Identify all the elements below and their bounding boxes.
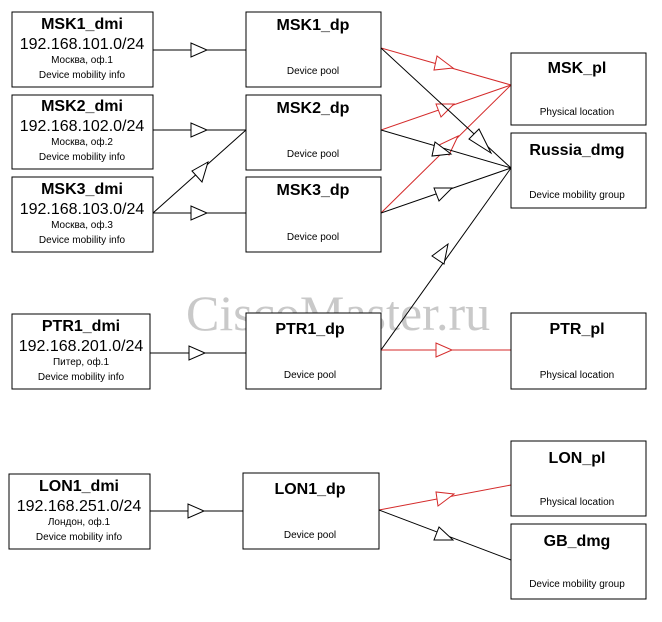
dmi-title: MSK3_dmi — [41, 181, 123, 198]
connectors — [150, 42, 512, 561]
dmi-place: Москва, оф.2 — [51, 136, 113, 148]
edge-lon1-dmi-to-lon1-dp — [150, 503, 243, 519]
target-type: Device mobility group — [529, 190, 625, 201]
edge-msk1-dp-to-msk-pl — [380, 47, 512, 86]
edge-ptr1-dp-to-ptr-pl — [381, 342, 511, 358]
dmi-subnet: 192.168.102.0/24 — [20, 118, 145, 135]
target-box-msk-pl[interactable]: MSK_pl Physical location — [510, 52, 647, 126]
dmi-box-msk2[interactable]: MSK2_dmi 192.168.102.0/24 Москва, оф.2 D… — [11, 94, 154, 170]
dmi-type: Device mobility info — [39, 70, 126, 81]
edge-msk1-dp-to-russia-dmg — [380, 47, 512, 169]
dmi-type: Device mobility info — [36, 532, 123, 543]
edge-msk3-dp-to-russia-dmg — [380, 167, 512, 214]
target-type: Physical location — [540, 107, 614, 118]
target-box-ptr-pl[interactable]: PTR_pl Physical location — [510, 312, 647, 390]
dmi-title: LON1_dmi — [39, 478, 119, 495]
edge-lon1-dp-to-lon-pl — [378, 484, 512, 511]
edge-ptr1-dp-to-russia-dmg — [380, 167, 512, 351]
dp-type: Device pool — [284, 370, 336, 381]
dmi-place: Лондон, оф.1 — [48, 516, 111, 528]
target-type: Physical location — [540, 497, 614, 508]
dmi-subnet: 192.168.201.0/24 — [19, 338, 144, 355]
target-title: GB_dmg — [544, 533, 611, 550]
dp-box-ptr1[interactable]: PTR1_dp Device pool — [245, 312, 382, 390]
dp-type: Device pool — [287, 149, 339, 160]
dmi-place: Москва, оф.1 — [51, 54, 113, 66]
dmi-title: MSK2_dmi — [41, 98, 123, 115]
target-title: LON_pl — [549, 450, 606, 467]
dmi-type: Device mobility info — [39, 235, 126, 246]
target-type: Physical location — [540, 370, 614, 381]
target-title: MSK_pl — [548, 60, 607, 77]
edge-msk1-dmi-to-msk1-dp — [153, 42, 246, 58]
dp-box-msk2[interactable]: MSK2_dp Device pool — [245, 94, 382, 171]
dp-title: MSK3_dp — [277, 182, 350, 199]
dmi-title: MSK1_dmi — [41, 16, 123, 33]
dmi-type: Device mobility info — [38, 372, 125, 383]
edge-lon1-dp-to-gb-dmg — [378, 509, 512, 561]
dmi-box-msk3[interactable]: MSK3_dmi 192.168.103.0/24 Москва, оф.3 D… — [11, 176, 154, 253]
edge-msk2-dp-to-russia-dmg — [380, 129, 512, 169]
target-title: Russia_dmg — [529, 142, 624, 159]
dp-title: MSK1_dp — [277, 17, 350, 34]
dp-type: Device pool — [287, 66, 339, 77]
target-type: Device mobility group — [529, 579, 625, 590]
dmi-place: Питер, оф.1 — [53, 356, 109, 368]
dmi-subnet: 192.168.101.0/24 — [20, 36, 145, 53]
dp-title: PTR1_dp — [275, 321, 345, 338]
edge-msk3-dmi-to-msk3-dp — [153, 205, 246, 221]
dmi-subnet: 192.168.251.0/24 — [17, 498, 142, 515]
dp-box-msk3[interactable]: MSK3_dp Device pool — [245, 176, 382, 253]
edge-msk3-dmi-to-msk2-dp — [152, 129, 247, 214]
dp-type: Device pool — [284, 530, 336, 541]
target-title: PTR_pl — [549, 321, 604, 338]
target-box-russia-dmg[interactable]: Russia_dmg Device mobility group — [510, 132, 647, 209]
dp-type: Device pool — [287, 232, 339, 243]
edge-msk2-dmi-to-msk2-dp — [153, 122, 246, 138]
dp-title: MSK2_dp — [277, 100, 350, 117]
dmi-subnet: 192.168.103.0/24 — [20, 201, 145, 218]
dmi-title: PTR1_dmi — [42, 318, 120, 335]
dmi-box-lon1[interactable]: LON1_dmi 192.168.251.0/24 Лондон, оф.1 D… — [8, 473, 151, 550]
dmi-type: Device mobility info — [39, 152, 126, 163]
target-box-lon-pl[interactable]: LON_pl Physical location — [510, 440, 647, 517]
dmi-place: Москва, оф.3 — [51, 219, 113, 231]
dmi-box-msk1[interactable]: MSK1_dmi 192.168.101.0/24 Москва, оф.1 D… — [11, 11, 154, 88]
dp-box-lon1[interactable]: LON1_dp Device pool — [242, 472, 380, 550]
edge-ptr1-dmi-to-ptr1-dp — [150, 345, 246, 361]
dp-box-msk1[interactable]: MSK1_dp Device pool — [245, 11, 382, 88]
dp-title: LON1_dp — [274, 481, 345, 498]
target-box-gb-dmg[interactable]: GB_dmg Device mobility group — [510, 523, 647, 600]
dmi-box-ptr1[interactable]: PTR1_dmi 192.168.201.0/24 Питер, оф.1 De… — [11, 313, 151, 390]
